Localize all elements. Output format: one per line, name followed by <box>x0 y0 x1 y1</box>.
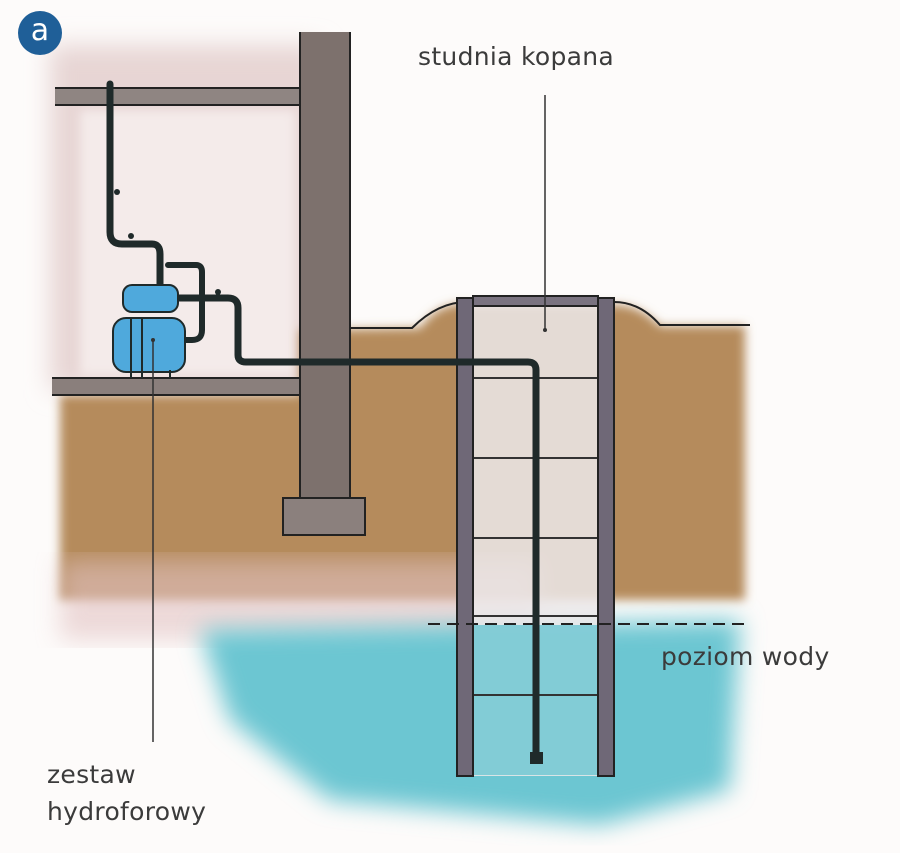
label-hydrophore-1: zestaw <box>47 760 136 789</box>
floor-slab <box>52 378 302 395</box>
ceiling-slab <box>55 88 303 105</box>
well-wall-left <box>456 297 474 777</box>
pressure-tank <box>122 284 179 313</box>
pipes <box>106 80 540 759</box>
well-cover <box>472 295 599 307</box>
well-wall-right <box>597 297 615 777</box>
label-hydrophore-2: hydroforowy <box>47 797 207 826</box>
hydrophore-tank <box>112 317 186 373</box>
label-water-level: poziom wody <box>661 642 830 671</box>
foundation-wall <box>300 32 350 500</box>
pipe-intake <box>530 752 543 764</box>
label-well: studnia kopana <box>418 42 615 71</box>
footing <box>282 497 366 536</box>
figure-badge: a <box>18 11 62 55</box>
